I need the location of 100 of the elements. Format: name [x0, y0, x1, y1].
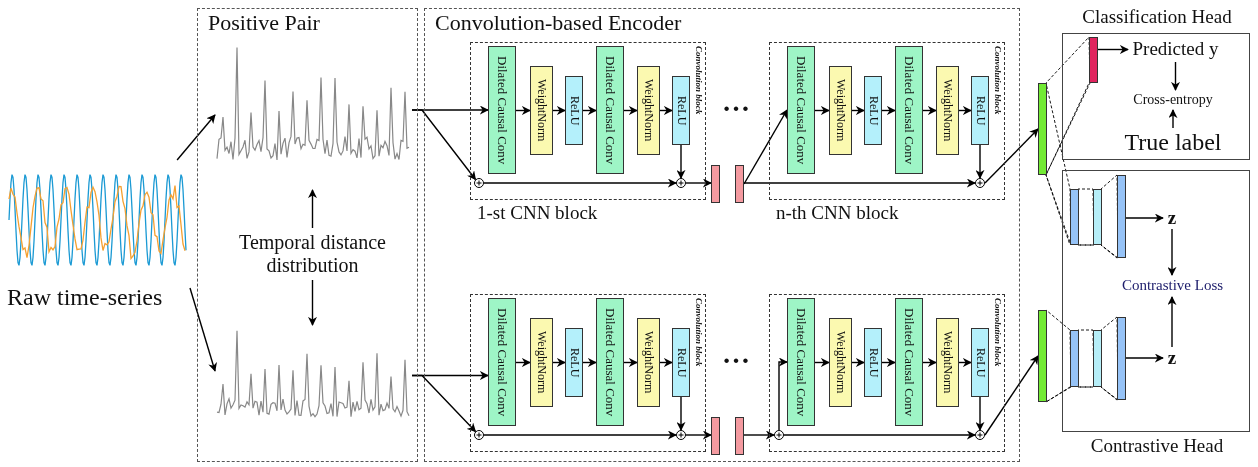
arrow: [881, 106, 896, 115]
arrow: [922, 358, 937, 367]
arrow: [552, 358, 566, 367]
layer-bar: [1093, 189, 1102, 245]
sum-node: [975, 430, 985, 440]
connector-line: [1045, 36, 1091, 176]
layer-box: ReLU: [672, 76, 690, 145]
arrow: [411, 374, 477, 433]
dashed-panel: [424, 8, 1020, 462]
arrow: [1125, 353, 1164, 363]
arrow: [778, 357, 788, 431]
arrow: [743, 178, 976, 188]
layer-box: WeightNorm: [637, 66, 660, 155]
arrow: [984, 128, 1039, 184]
sum-node: [676, 430, 686, 440]
arrow: [189, 287, 217, 372]
layer-box: ReLU: [864, 76, 882, 145]
block-label: Convolution block: [993, 298, 1003, 367]
head-title: Classification Head: [1081, 6, 1233, 28]
arrow: [515, 358, 531, 367]
arrow: [483, 178, 677, 188]
text-label: z: [1163, 347, 1181, 369]
layer-box: Dilated Causal Conv: [596, 46, 624, 174]
sum-node: [774, 430, 784, 440]
arrow: [1171, 61, 1180, 91]
arrow: [623, 106, 638, 115]
sum-node: [676, 178, 686, 188]
arrow: [1167, 228, 1177, 276]
layer-box: WeightNorm: [936, 66, 959, 155]
layer-box: ReLU: [672, 328, 690, 397]
arrow: [958, 106, 972, 115]
arrow: [975, 144, 985, 179]
layer-box: ReLU: [864, 328, 882, 397]
layer-box: WeightNorm: [936, 318, 959, 407]
arrow: [676, 144, 686, 179]
arrow: [851, 106, 865, 115]
text-label: z: [1163, 207, 1181, 229]
layer-bar: [1117, 175, 1126, 258]
layer-box: WeightNorm: [530, 66, 553, 155]
text-label: Temporal distance distribution: [222, 228, 403, 280]
panel-title: Convolution-based Encoder: [435, 10, 682, 36]
arrow: [922, 106, 937, 115]
layer-box: ReLU: [565, 76, 583, 145]
arrow: [308, 189, 317, 229]
sum-node: [474, 430, 484, 440]
layer-bar: [1038, 310, 1047, 402]
layer-box: WeightNorm: [637, 318, 660, 407]
block-caption: 1-st CNN block: [477, 202, 598, 224]
text-label: Contrastive Loss: [1100, 275, 1245, 297]
layer-box: Dilated Causal Conv: [488, 298, 516, 426]
layer-bar: [711, 165, 720, 203]
layer-box: Dilated Causal Conv: [787, 298, 815, 426]
arrow: [582, 358, 597, 367]
layer-bar: [735, 165, 744, 203]
block-label: Convolution block: [993, 46, 1003, 115]
layer-box: Dilated Causal Conv: [895, 298, 923, 426]
layer-box: WeightNorm: [829, 318, 852, 407]
arrow: [814, 106, 830, 115]
arrow: [1168, 109, 1178, 129]
text-label: Predicted y: [1128, 36, 1223, 62]
arrow: [308, 279, 317, 326]
ellipsis-text: …: [722, 344, 750, 364]
head-title: Contrastive Head: [1089, 435, 1225, 457]
arrow: [1097, 45, 1129, 54]
layer-box: Dilated Causal Conv: [787, 46, 815, 174]
block-label: Convolution block: [694, 298, 704, 367]
layer-bar: [735, 417, 744, 455]
layer-bar: [1089, 37, 1098, 83]
arrow: [881, 358, 896, 367]
arrow: [958, 358, 972, 367]
sum-node: [975, 178, 985, 188]
arrow: [1125, 213, 1164, 223]
layer-box: WeightNorm: [829, 66, 852, 155]
layer-bar: [1070, 189, 1079, 245]
arrow: [623, 358, 638, 367]
dashed-panel: [197, 8, 418, 462]
layer-bar: [711, 417, 720, 455]
layer-box: ReLU: [971, 76, 989, 145]
arrow: [984, 355, 1039, 436]
arrow: [685, 430, 712, 440]
dashed-block: [769, 294, 1005, 452]
ellipsis-text: …: [722, 92, 750, 112]
arrow: [975, 396, 985, 431]
arrow: [552, 106, 566, 115]
layer-bar: [1070, 330, 1079, 387]
arrow: [783, 430, 976, 440]
arrow: [411, 109, 477, 181]
layer-box: Dilated Causal Conv: [488, 46, 516, 174]
block-label: Convolution block: [694, 46, 704, 115]
arrow: [814, 358, 830, 367]
layer-bar: [1093, 330, 1102, 387]
panel-title: Positive Pair: [208, 10, 320, 36]
caption-text: Raw time-series: [7, 284, 163, 311]
layer-box: Dilated Causal Conv: [596, 298, 624, 426]
arrow: [685, 178, 712, 188]
text-label: Cross-entropy: [1123, 90, 1223, 110]
layer-box: ReLU: [565, 328, 583, 397]
arrow: [1167, 296, 1177, 348]
layer-box: WeightNorm: [530, 318, 553, 407]
arrow: [659, 106, 673, 115]
